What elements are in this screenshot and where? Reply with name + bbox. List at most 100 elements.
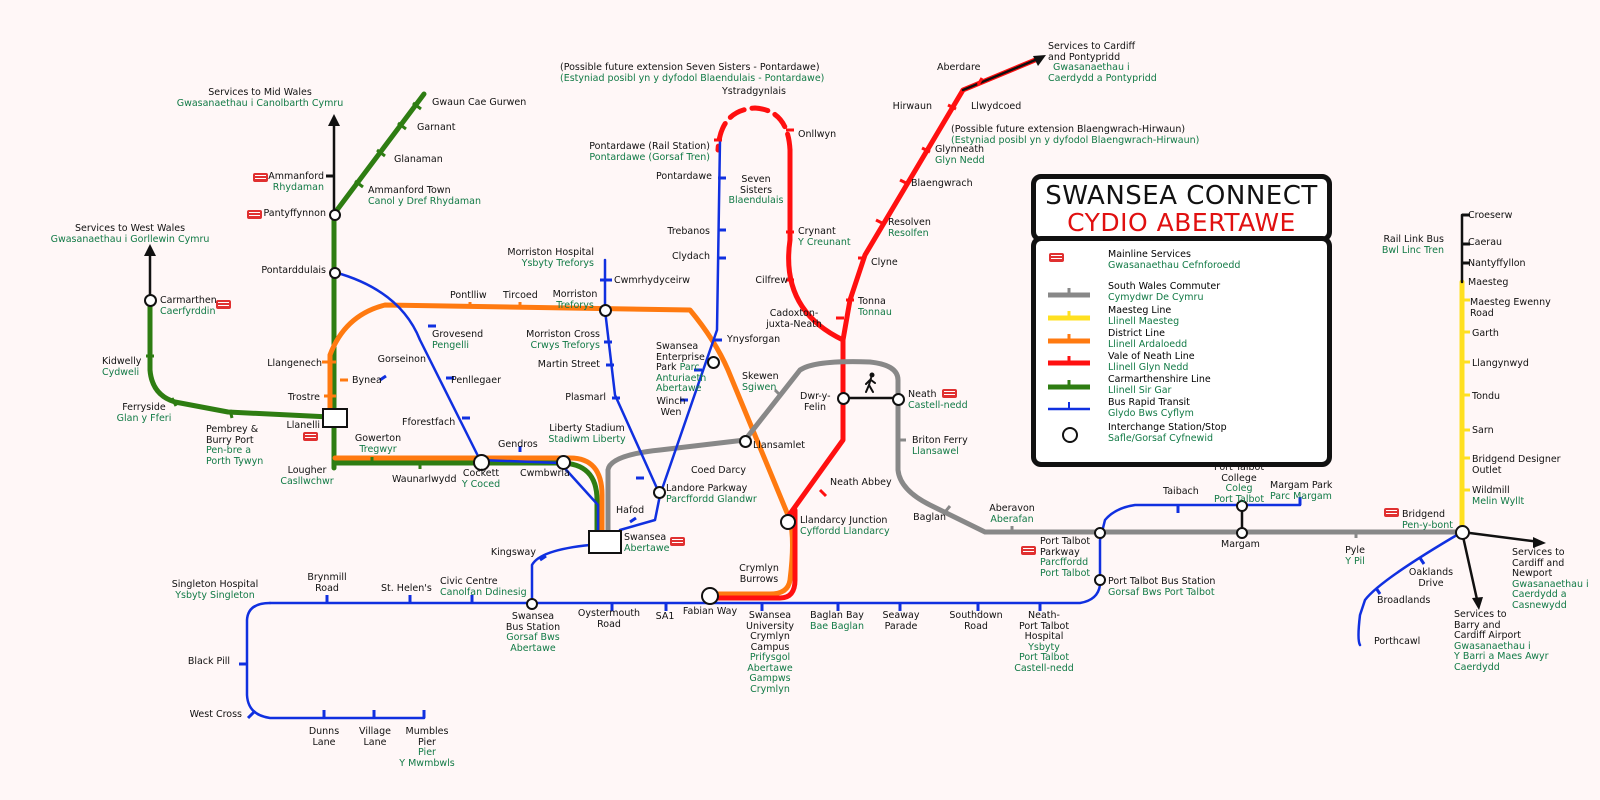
station-llanelli[interactable]: Llanelli <box>286 420 320 431</box>
station-ystradgynlais[interactable]: Ystradgynlais <box>722 86 786 97</box>
morriston-interchange[interactable] <box>599 304 612 317</box>
station-plasmarl[interactable]: Plasmarl <box>565 392 606 403</box>
station-garth[interactable]: Garth <box>1472 328 1499 339</box>
station-margam[interactable]: Margam <box>1221 539 1260 550</box>
station-sarn[interactable]: Sarn <box>1472 425 1494 436</box>
station-gwaun-cae-gurwen[interactable]: Gwaun Cae Gurwen <box>432 97 527 108</box>
station-martin-street[interactable]: Martin Street <box>537 359 600 370</box>
sep-interchange[interactable] <box>707 356 720 369</box>
station-cadoxton[interactable]: Cadoxton-juxta-Neath <box>766 308 822 330</box>
station-llangennech[interactable]: Llangenech <box>267 358 322 369</box>
llanelli-interchange[interactable] <box>322 408 348 428</box>
margam-interchange[interactable] <box>1236 527 1248 539</box>
station-porthcawl[interactable]: Porthcawl <box>1374 636 1421 647</box>
station-bynea[interactable]: Bynea <box>352 375 382 386</box>
pontarddulais-interchange[interactable] <box>329 267 341 279</box>
pt-parkway-interchange[interactable] <box>1094 527 1106 539</box>
landore-interchange[interactable] <box>653 486 666 499</box>
station-gendros[interactable]: Gendros <box>498 439 538 450</box>
swansea-interchange[interactable] <box>588 530 622 554</box>
station-fforestfach[interactable]: Fforestfach <box>402 417 456 428</box>
station-trostre[interactable]: Trostre <box>287 392 320 403</box>
station-glanaman[interactable]: Glanaman <box>394 154 443 165</box>
station-tondu[interactable]: Tondu <box>1472 391 1501 402</box>
station-baglan[interactable]: Baglan <box>913 512 946 523</box>
station-blaengwrach[interactable]: Blaengwrach <box>911 178 973 189</box>
station-dwr-y-felin[interactable]: Dwr-y-Felin <box>800 391 831 413</box>
station-coed-darcy[interactable]: Coed Darcy <box>690 465 746 476</box>
station-hafod[interactable]: Hafod <box>616 505 645 516</box>
station-nantyffyllon[interactable]: Nantyffyllon <box>1468 258 1526 269</box>
station-waunarlwydd[interactable]: Waunarlwydd <box>392 474 457 485</box>
station-neath-abbey[interactable]: Neath Abbey <box>830 477 892 488</box>
station-pontlliw[interactable]: Pontlliw <box>450 290 487 301</box>
station-fabian-way[interactable]: Fabian Way <box>682 606 738 617</box>
station-gorseinon[interactable]: Gorseinon <box>377 354 426 365</box>
station-llwydcoed[interactable]: Llwydcoed <box>971 101 1022 112</box>
cockett-interchange[interactable] <box>473 454 490 471</box>
station-maesteg[interactable]: Maesteg <box>1468 277 1509 288</box>
station-clydach[interactable]: Clydach <box>672 251 710 262</box>
station-trebanos[interactable]: Trebanos <box>667 226 710 237</box>
station-cilfrew[interactable]: Cilfrew <box>755 275 788 286</box>
station-pontarddulais[interactable]: Pontarddulais <box>261 265 326 276</box>
station-tircoed[interactable]: Tircoed <box>503 290 538 301</box>
station-onllwyn[interactable]: Onllwyn <box>798 129 837 140</box>
station-pantyffynnon[interactable]: Pantyffynnon <box>263 208 326 219</box>
station-garnant[interactable]: Garnant <box>417 122 456 133</box>
dwr-y-felin-interchange[interactable] <box>837 392 850 405</box>
station-aberdare[interactable]: Aberdare <box>937 62 981 73</box>
station-caerau[interactable]: Caerau <box>1468 237 1503 248</box>
station-st-helens[interactable]: St. Helen's <box>381 583 432 594</box>
station-llangynwyd[interactable]: Llangynwyd <box>1472 358 1529 369</box>
llandarcy-interchange[interactable] <box>780 514 796 530</box>
station-cwmbwrla[interactable]: Cwmbwrla <box>520 468 570 479</box>
station-black-pill[interactable]: Black Pill <box>187 656 230 667</box>
station-llansamlet[interactable]: Llansamlet <box>753 440 806 451</box>
bridgend-interchange[interactable] <box>1455 525 1470 540</box>
station-penllegaer[interactable]: Penllegaer <box>451 375 501 386</box>
station-taibach[interactable]: Taibach <box>1163 486 1199 497</box>
